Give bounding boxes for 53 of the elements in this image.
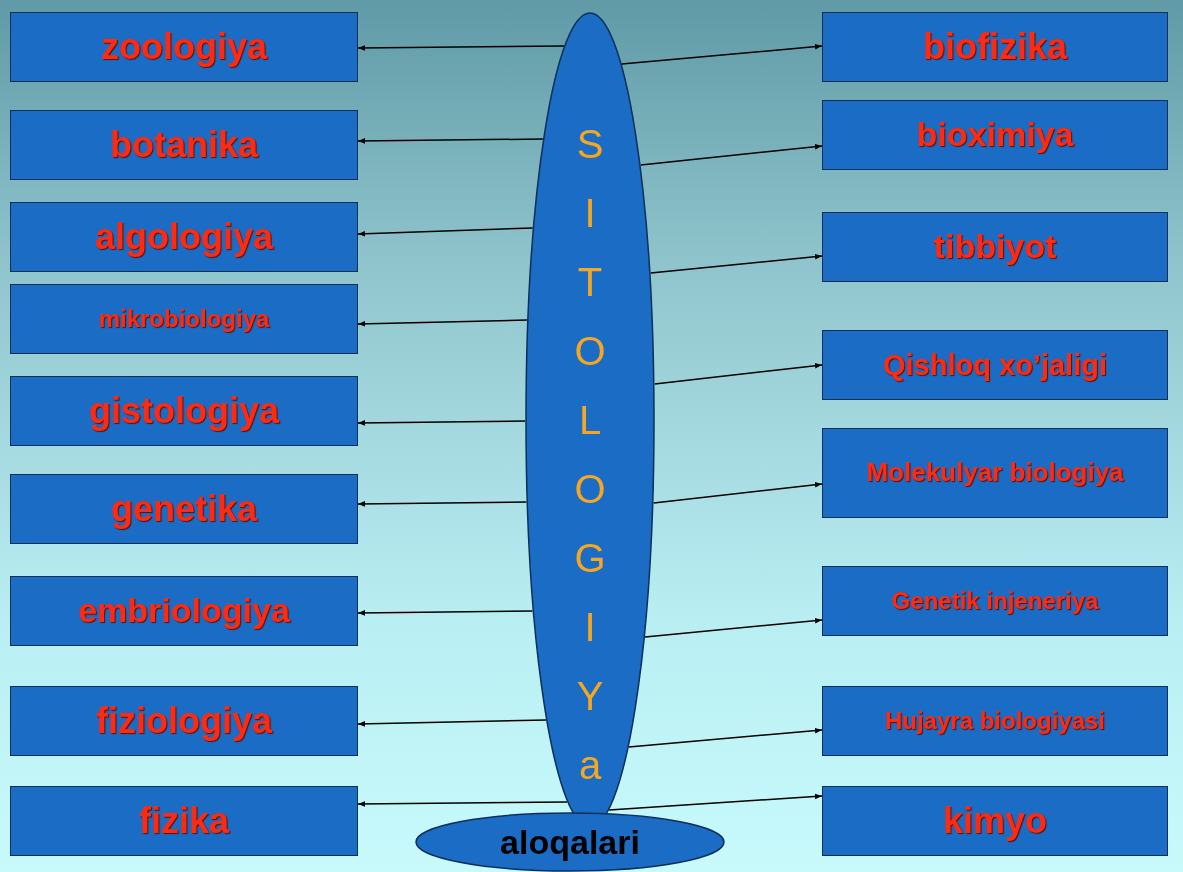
topic-box (10, 576, 358, 646)
topic-label: fiziologiya (96, 702, 272, 740)
topic-box (10, 376, 358, 446)
topic-label: fizika (138, 802, 229, 840)
topic-box (822, 566, 1168, 636)
topic-box (822, 686, 1168, 756)
topic-label: gistologiya (89, 392, 279, 430)
topic-box (10, 686, 358, 756)
arrow (357, 319, 528, 327)
arrow (357, 227, 534, 237)
arrow (652, 482, 823, 504)
arrow (357, 610, 534, 616)
topic-box (822, 428, 1168, 518)
arrow (357, 138, 544, 144)
topic-label: Genetik injeneriya (891, 588, 1099, 614)
topic-box (822, 12, 1168, 82)
topic-box (822, 786, 1168, 856)
topic-label: genetika (110, 490, 258, 528)
topic-label: biofizika (923, 28, 1067, 66)
arrow (621, 43, 823, 65)
arrow (357, 420, 526, 426)
topic-label: Hujayra biologiyasi (884, 708, 1106, 734)
topic-label: Qishloq xo’jaligi (883, 349, 1107, 381)
topic-box (822, 212, 1168, 282)
topic-box (10, 786, 358, 856)
topic-box (10, 12, 358, 82)
topic-box (822, 330, 1168, 400)
topic-label: tibbiyot (933, 229, 1057, 265)
topic-label: Molekulyar biologiya (866, 459, 1124, 487)
arrow (640, 143, 823, 166)
topic-label: zoologiya (101, 28, 267, 66)
topic-label: kimyo (942, 802, 1047, 840)
topic-label: embriologiya (78, 593, 290, 629)
arrow (357, 45, 565, 51)
vertical-title: SITOLOGIYa (573, 121, 607, 789)
topic-box (10, 110, 358, 180)
topic-box (10, 284, 358, 354)
topic-label: botanika (110, 126, 258, 164)
topic-label: algologiya (95, 218, 273, 256)
topic-box (822, 100, 1168, 170)
arrow (644, 617, 823, 638)
arrow (357, 719, 547, 727)
arrow (628, 727, 823, 748)
arrow (654, 363, 823, 385)
arrow (357, 501, 528, 507)
topic-label: aloqalari (500, 822, 640, 862)
arrow (357, 801, 568, 807)
arrow (608, 793, 823, 811)
topic-box (10, 202, 358, 272)
topic-box (10, 474, 358, 544)
arrow (649, 253, 823, 274)
topic-label: mikrobiologiya (98, 306, 270, 332)
topic-label: bioximiya (916, 117, 1074, 153)
